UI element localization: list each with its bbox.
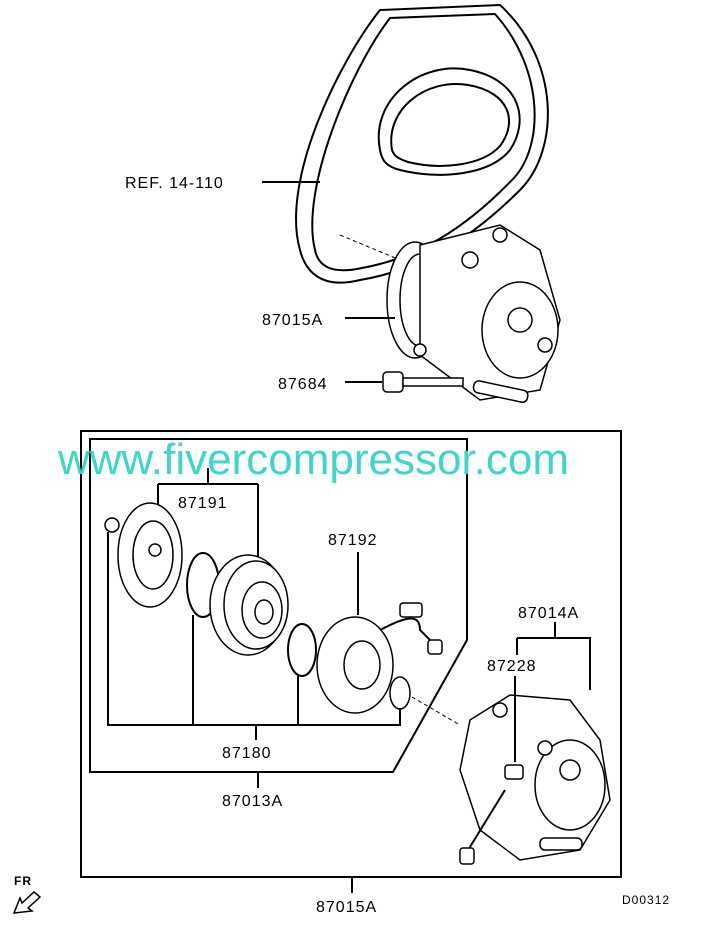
drawing-code: D00312 (622, 893, 670, 907)
label-pressure-plate-set: 87191 (178, 495, 228, 512)
label-compressor-body: 87014A (518, 605, 579, 622)
pressure-plate (117, 502, 183, 608)
compressor-top (386, 224, 561, 401)
label-bolt: 87684 (278, 376, 328, 393)
label-field-coil: 87192 (328, 532, 378, 549)
label-valve: 87228 (487, 658, 537, 675)
front-indicator-label: FR (14, 874, 32, 888)
clutch-inner-box (89, 438, 468, 773)
compressor-body (459, 694, 611, 865)
label-clutch-kit: 87180 (222, 745, 272, 762)
belt-dashed-line (339, 234, 406, 263)
drive-belt (295, 3, 549, 284)
label-belt-ref: REF. 14-110 (125, 175, 224, 192)
label-compressor-assembly: 87015A (316, 899, 377, 916)
watermark: www.fivercompressor.com (57, 435, 569, 484)
clutch-kit-bracket (107, 532, 401, 740)
bolt-2 (472, 380, 529, 403)
snap-ring-2 (287, 623, 317, 677)
front-arrow-icon (12, 891, 42, 914)
pressure-plate-bracket (157, 468, 259, 560)
nut (104, 517, 120, 533)
pulley (209, 554, 289, 656)
field-coil (316, 602, 443, 714)
label-clutch-assembly: 87013A (222, 793, 283, 810)
label-compressor-top: 87015A (262, 312, 323, 329)
shim-washer (389, 676, 411, 710)
bolt (382, 371, 464, 393)
washer-dashed-line (411, 696, 461, 726)
compressor-body-bracket (516, 622, 591, 690)
